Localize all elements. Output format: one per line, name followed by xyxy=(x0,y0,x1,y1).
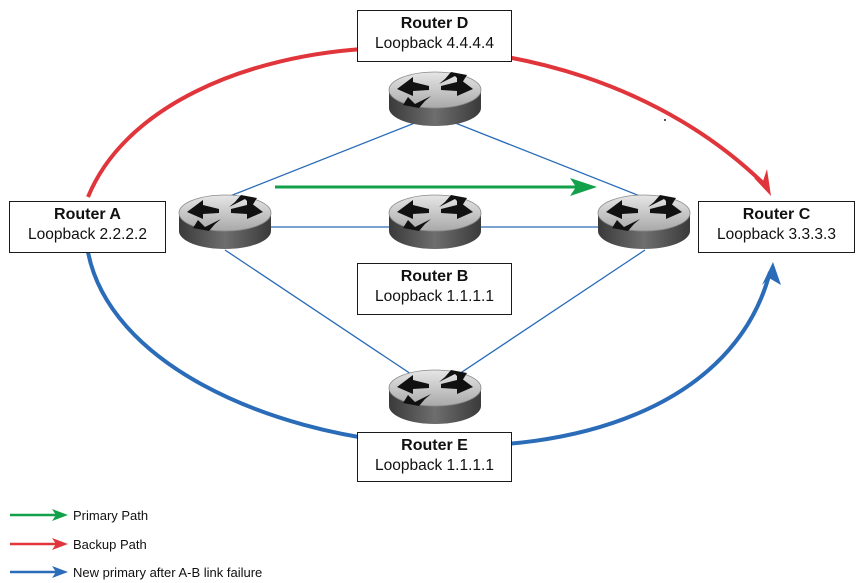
link-e-c xyxy=(434,249,646,391)
router-b-loopback: Loopback 1.1.1.1 xyxy=(375,288,494,305)
router-icon xyxy=(388,369,482,425)
router-e-name: Router E xyxy=(401,437,468,454)
legend-primary-label: Primary Path xyxy=(73,507,149,523)
legend-arrowhead-new-primary xyxy=(52,566,68,578)
legend-swatches xyxy=(10,509,68,578)
router-e-label: Router E Loopback 1.1.1.1 xyxy=(357,432,512,482)
router-icon xyxy=(597,194,691,250)
legend-arrowhead-backup xyxy=(52,538,68,550)
link-a-d xyxy=(224,114,436,199)
legend-primary: Primary Path xyxy=(73,505,148,525)
router-c-loopback: Loopback 3.3.3.3 xyxy=(717,226,836,243)
router-b-name: Router B xyxy=(400,268,469,285)
legend-backup-label: Backup Path xyxy=(73,536,147,552)
router-a-label: Router A Loopback 2.2.2.2 xyxy=(9,201,166,253)
link-a-e xyxy=(224,249,436,391)
router-d-loopback: Loopback 4.4.4.4 xyxy=(375,35,494,52)
router-e-loopback: Loopback 1.1.1.1 xyxy=(375,457,494,474)
router-a-name: Router A xyxy=(54,206,121,223)
legend-new-primary-label: New primary after A-B link failure xyxy=(73,564,263,580)
legend-arrowhead-primary xyxy=(52,509,68,521)
stray-dot xyxy=(664,119,666,121)
router-d-name: Router D xyxy=(400,15,469,32)
new-primary-path-arrowhead xyxy=(762,262,781,285)
router-a-loopback: Loopback 2.2.2.2 xyxy=(28,226,147,243)
backup-path-arrowhead xyxy=(754,169,771,196)
router-b-label: Router B Loopback 1.1.1.1 xyxy=(357,263,512,315)
router-c-name: Router C xyxy=(742,206,811,223)
links xyxy=(224,114,646,391)
router-icon xyxy=(178,194,272,250)
primary-path-arrowhead xyxy=(570,178,597,196)
router-d-label: Router D Loopback 4.4.4.4 xyxy=(357,10,512,62)
link-d-c xyxy=(434,114,646,199)
legend-backup: Backup Path xyxy=(73,534,147,554)
legend-new-primary: New primary after A-B link failure xyxy=(73,562,262,582)
router-icon xyxy=(388,194,482,250)
router-c-label: Router C Loopback 3.3.3.3 xyxy=(698,201,855,253)
router-icon xyxy=(388,71,482,127)
